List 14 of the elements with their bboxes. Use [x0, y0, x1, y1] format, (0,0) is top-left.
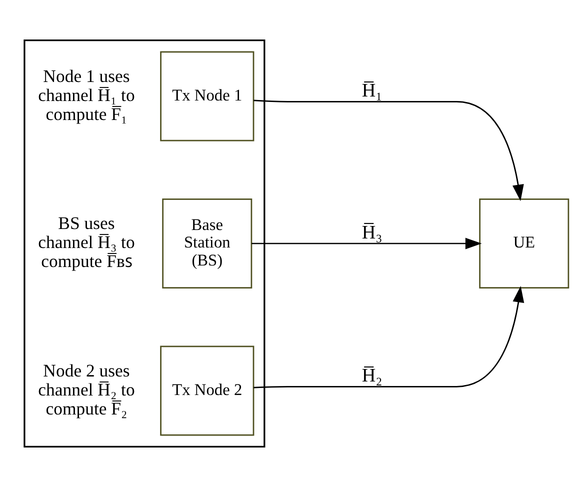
- edge-label: H̅₁: [362, 80, 382, 102]
- node-box: UE: [479, 198, 570, 288]
- arrow: [254, 99, 524, 201]
- node-box: Base Station (BS): [162, 198, 252, 288]
- edge-label: H̅₃: [362, 222, 382, 243]
- arrow: [252, 237, 482, 249]
- node-label: Node 1 uses channel H̅₁ to compute F̅₁: [38, 65, 135, 124]
- node-label: BS uses channel H̅₃ to compute F̅ʙꜱ: [38, 212, 135, 271]
- cluster: [24, 39, 266, 447]
- node-box: Tx Node 2: [160, 345, 254, 436]
- edge-label: H̅₂: [362, 364, 382, 386]
- node-label: Node 2 uses channel H̅₂ to compute F̅₂: [38, 360, 135, 418]
- node-box: Tx Node 1: [160, 50, 254, 141]
- arrow: [254, 285, 524, 388]
